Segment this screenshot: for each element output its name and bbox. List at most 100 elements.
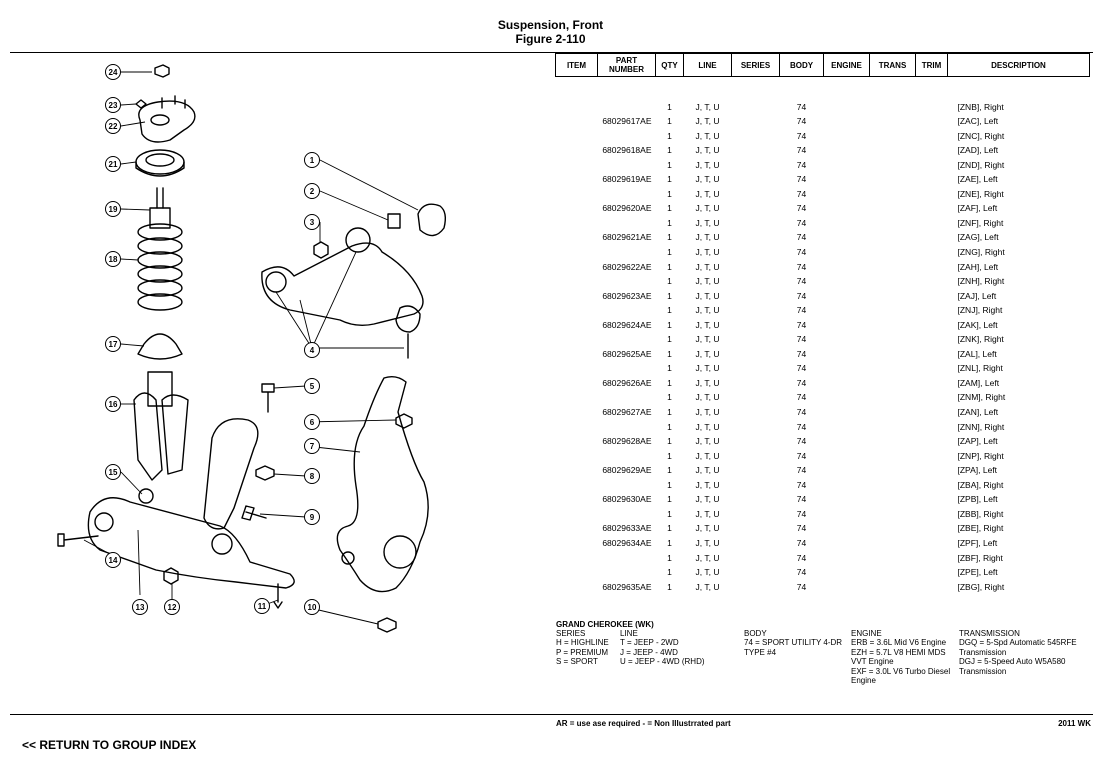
trans-cell — [870, 577, 916, 592]
return-to-group-index-link[interactable]: << RETURN TO GROUP INDEX — [22, 738, 197, 752]
svg-text:6: 6 — [310, 418, 315, 427]
line-cell: J, T, U — [695, 450, 720, 461]
engine-cell — [824, 228, 870, 243]
description-cell: [ZAH], Left — [957, 261, 999, 272]
series-cell — [732, 272, 780, 287]
body-cell: 74 — [796, 465, 807, 476]
part-number-cell — [598, 548, 656, 563]
legend-item: U = JEEP - 4WD (RHD) — [620, 657, 705, 667]
qty-cell: 1 — [667, 290, 672, 301]
body-cell: 74 — [796, 188, 807, 199]
part-nut-24 — [154, 64, 170, 78]
column-header-body: BODY — [779, 53, 824, 77]
series-cell — [732, 490, 780, 505]
description-cell: [ZNF], Right — [957, 217, 1004, 228]
series-cell — [732, 141, 780, 156]
qty-cell: 1 — [667, 305, 672, 316]
body-cell: 74 — [796, 348, 807, 359]
callout-16: 16 — [105, 396, 121, 412]
part-shock-body — [149, 207, 171, 229]
column-header-trim: TRIM — [915, 53, 948, 77]
engine-cell — [824, 461, 870, 476]
trim-cell — [916, 228, 948, 243]
part-number-cell — [598, 359, 656, 374]
line-cell: J, T, U — [695, 247, 720, 258]
svg-text:22: 22 — [109, 122, 118, 131]
qty-cell: 1 — [667, 479, 672, 490]
legend-item: Engine — [851, 676, 876, 686]
legend-item: Transmission — [959, 647, 1007, 657]
callout-13: 13 — [132, 599, 148, 615]
series-cell — [732, 213, 780, 228]
series-cell — [732, 242, 780, 257]
item-cell — [556, 330, 598, 345]
trim-cell — [916, 577, 948, 592]
description-cell: [ZAL], Left — [957, 348, 997, 359]
part-number-cell — [598, 272, 656, 287]
qty-cell: 1 — [667, 116, 672, 127]
trim-cell — [916, 97, 948, 112]
series-cell — [732, 402, 780, 417]
trim-cell — [916, 402, 948, 417]
part-nut-6 — [395, 413, 413, 429]
description-cell: [ZPE], Left — [957, 567, 998, 578]
line-cell: J, T, U — [695, 508, 720, 519]
line-cell: J, T, U — [695, 537, 720, 548]
series-cell — [732, 301, 780, 316]
trim-cell — [916, 344, 948, 359]
qty-cell: 1 — [667, 261, 672, 272]
column-header-trans: TRANS — [869, 53, 916, 77]
legend-line-head: LINE — [620, 629, 638, 638]
part-isolator — [137, 333, 183, 360]
engine-cell — [824, 112, 870, 127]
engine-cell — [824, 475, 870, 490]
series-cell — [732, 155, 780, 170]
body-cell: 74 — [796, 290, 807, 301]
legend-model-name: GRAND CHEROKEE (WK) — [556, 620, 654, 629]
legend-title: GRAND CHEROKEE (WK) — [556, 620, 654, 629]
item-cell — [556, 548, 598, 563]
svg-text:24: 24 — [109, 68, 118, 77]
legend-item: S = SPORT — [556, 657, 598, 667]
part-nut-12 — [163, 567, 179, 585]
line-cell: J, T, U — [695, 145, 720, 156]
legend-item: Transmission — [959, 666, 1007, 676]
line-cell: J, T, U — [695, 261, 720, 272]
line-cell: J, T, U — [695, 581, 720, 592]
description-cell: [ZNN], Right — [957, 421, 1005, 432]
callout-2: 2 — [304, 183, 320, 199]
line-cell: J, T, U — [695, 101, 720, 112]
svg-text:18: 18 — [109, 255, 118, 264]
svg-text:1: 1 — [310, 156, 315, 165]
legend-body-head: BODY — [744, 629, 767, 638]
callout-8: 8 — [304, 468, 320, 484]
trim-cell — [916, 519, 948, 534]
line-cell: J, T, U — [695, 465, 720, 476]
svg-text:3: 3 — [310, 218, 315, 227]
series-cell — [732, 344, 780, 359]
page-title: Suspension, Front Figure 2-110 — [0, 18, 1101, 46]
engine-cell — [824, 257, 870, 272]
callout-4: 4 — [304, 342, 320, 358]
callout-17: 17 — [105, 336, 121, 352]
engine-cell — [824, 432, 870, 447]
part-number-cell — [598, 388, 656, 403]
trans-cell — [870, 373, 916, 388]
trans-cell — [870, 417, 916, 432]
qty-cell: 1 — [667, 334, 672, 345]
body-cell: 74 — [796, 436, 807, 447]
trans-cell — [870, 315, 916, 330]
trim-cell — [916, 563, 948, 578]
description-cell: [ZNE], Right — [957, 188, 1004, 199]
engine-cell — [824, 97, 870, 112]
qty-cell: 1 — [667, 450, 672, 461]
trans-cell — [870, 563, 916, 578]
